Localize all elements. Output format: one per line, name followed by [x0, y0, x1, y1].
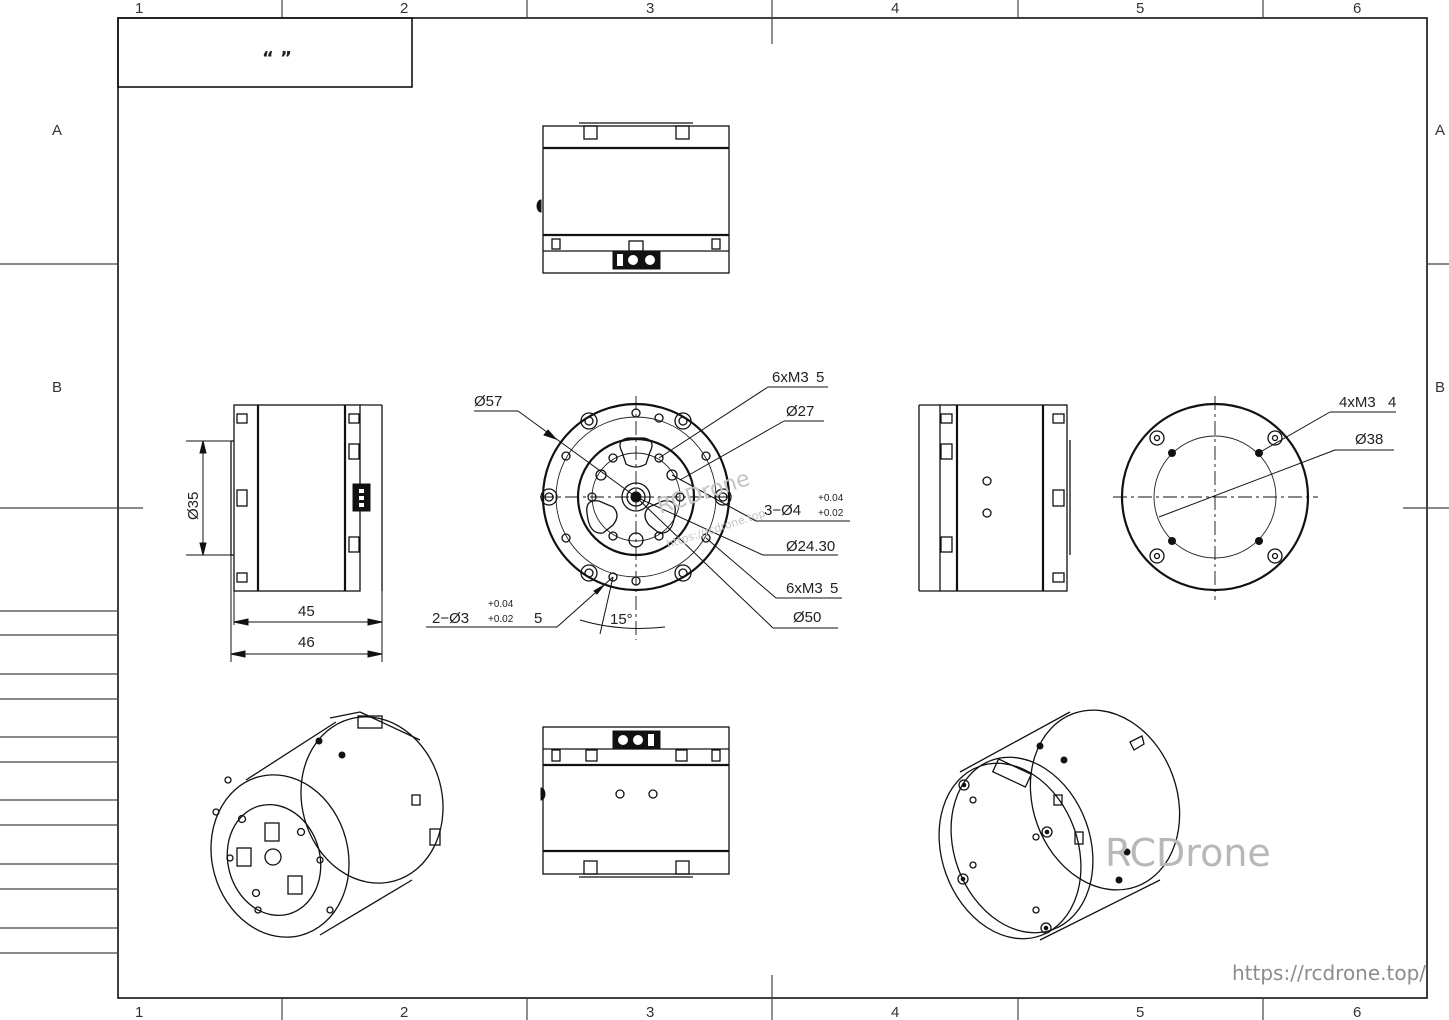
- bottom-view: [540, 726, 730, 878]
- zone-row-a-right: A: [1435, 122, 1445, 139]
- zone-col-6-top: 6: [1353, 0, 1361, 17]
- zone-row-b-right: B: [1435, 379, 1445, 396]
- dim-2x-dia-3-tol-upper: +0.04: [488, 599, 514, 610]
- dim-len-45: 45: [298, 603, 315, 620]
- dim-6xm3-bottom-depth: 5: [830, 580, 838, 597]
- right-side-view: [918, 404, 1071, 592]
- zone-row-b-left: B: [52, 379, 62, 396]
- iso-front-view: [210, 711, 444, 938]
- zone-col-3-top: 3: [646, 0, 654, 17]
- dim-4xm3-depth: 4: [1388, 394, 1396, 411]
- dim-3x-dia-4-tol-upper: +0.04: [818, 493, 844, 504]
- outer-m3-holes: [561, 408, 711, 586]
- zone-col-1-bottom: 1: [135, 1004, 143, 1020]
- zone-col-6-bottom: 6: [1353, 1004, 1361, 1020]
- dim-len-46: 46: [298, 634, 315, 651]
- dim-2x-dia-3-tol-lower: +0.02: [488, 614, 514, 625]
- zone-col-4-bottom: 4: [891, 1004, 899, 1020]
- dim-angle-15: 15°: [610, 611, 633, 628]
- zone-col-5-top: 5: [1136, 0, 1144, 17]
- front-view: Ø57 6xM3 5 Ø27 3−Ø4 +0.04 +0.02 Ø24.30 6…: [426, 369, 850, 640]
- title-block-text: “ ”: [262, 48, 292, 69]
- rear-view: 4xM3 4 Ø38: [1113, 394, 1396, 600]
- dim-dia-35: Ø35: [185, 492, 202, 520]
- iso-rear-view: [938, 709, 1181, 941]
- dim-6xm3-top-depth: 5: [816, 369, 824, 386]
- dim-4xm3: 4xM3: [1339, 394, 1376, 411]
- watermark-brand: RCDrone: [1105, 831, 1271, 875]
- zone-labels-bottom: 1 2 3 4 5 6: [135, 1004, 1361, 1020]
- title-block: “ ”: [117, 17, 413, 88]
- zone-col-4-top: 4: [891, 0, 899, 17]
- dim-dia-57: Ø57: [474, 393, 502, 410]
- zone-col-5-bottom: 5: [1136, 1004, 1144, 1020]
- zone-col-2-top: 2: [400, 0, 408, 17]
- zone-col-3-bottom: 3: [646, 1004, 654, 1020]
- dim-2x-dia-3: 2−Ø3: [432, 610, 469, 627]
- zone-labels-top: 1 2 3 4 5 6: [135, 0, 1361, 17]
- watermark-url: https://rcdrone.top/: [1232, 961, 1426, 985]
- outer-counterbores: [540, 412, 732, 582]
- zone-row-a-left: A: [52, 122, 62, 139]
- zone-col-2-bottom: 2: [400, 1004, 408, 1020]
- dim-dia-27: Ø27: [786, 403, 814, 420]
- revision-table: [0, 610, 118, 954]
- dim-3x-dia-4: 3−Ø4: [764, 502, 801, 519]
- dim-dia-38: Ø38: [1355, 431, 1383, 448]
- dim-dia-50: Ø50: [793, 609, 821, 626]
- dim-6xm3-bottom: 6xM3: [786, 580, 823, 597]
- zone-labels-rows: A B A B: [52, 122, 1445, 396]
- dim-2x-dia-3-depth: 5: [534, 610, 542, 627]
- zone-col-1-top: 1: [135, 0, 143, 17]
- dim-3x-dia-4-tol-lower: +0.02: [818, 508, 844, 519]
- dim-dia-24-30: Ø24.30: [786, 538, 835, 555]
- left-side-view: Ø35 45 46: [185, 404, 383, 662]
- dim-6xm3-top: 6xM3: [772, 369, 809, 386]
- top-view: [536, 122, 730, 274]
